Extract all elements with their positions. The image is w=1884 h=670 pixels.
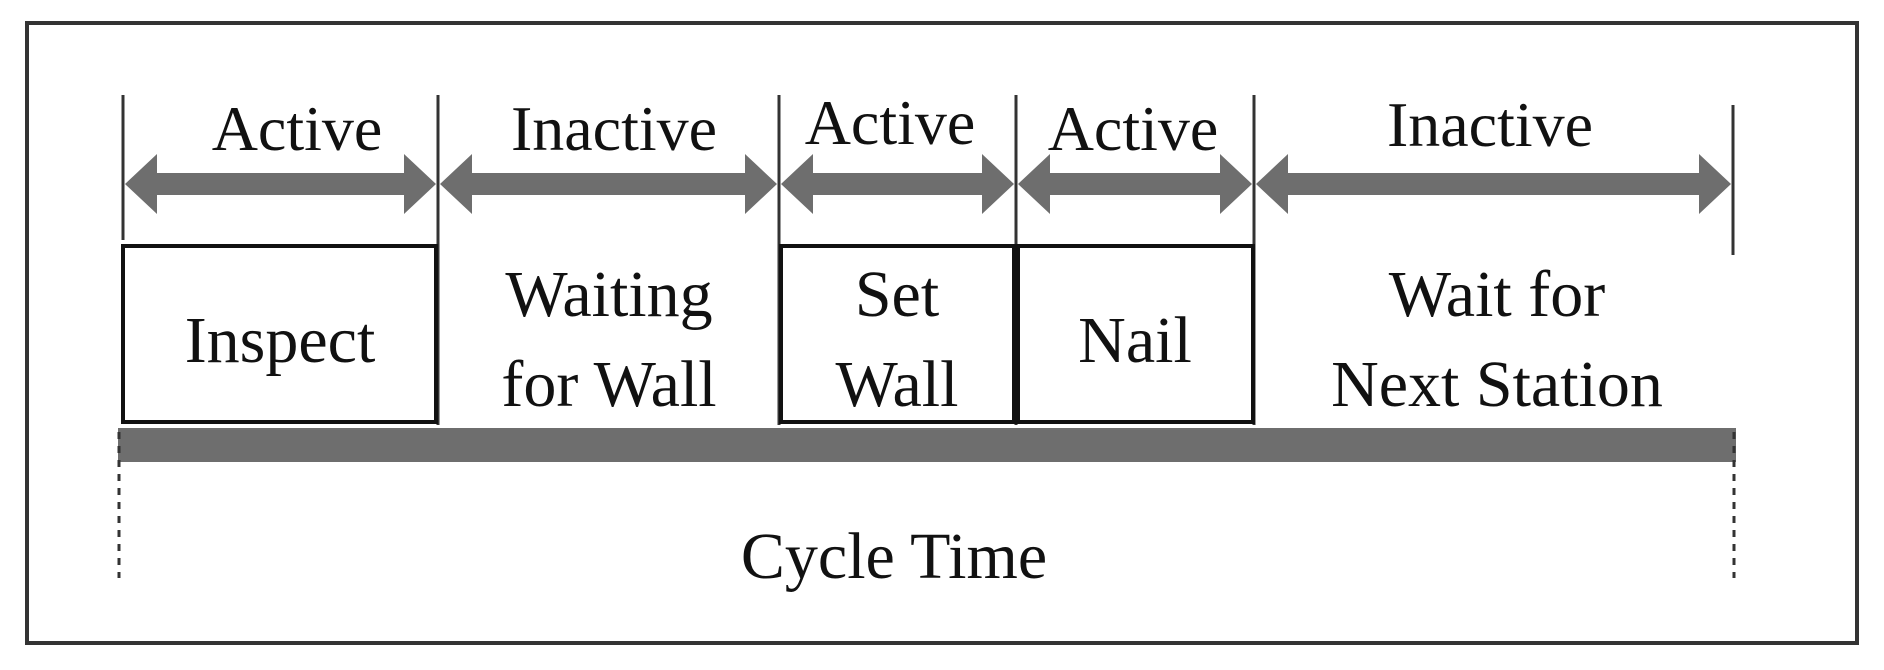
task-boxes	[121, 244, 1255, 424]
double-arrow-2	[440, 154, 777, 214]
state-label-4: Active	[1048, 93, 1219, 164]
double-arrow-1	[125, 154, 436, 214]
task-label-set-wall-line-2: Wall	[836, 348, 959, 421]
task-label-waiting-line-1: Waiting	[505, 258, 712, 331]
task-box-inspect	[121, 244, 438, 424]
timeline-bar	[118, 428, 1736, 462]
task-label-inspect: Inspect	[185, 304, 376, 377]
double-arrow-4	[1018, 154, 1252, 214]
task-box-set-wall	[779, 244, 1016, 424]
task-box-nail	[1016, 244, 1255, 424]
state-label-1: Active	[212, 93, 383, 164]
diagram-frame	[25, 21, 1859, 645]
state-arrows	[125, 154, 1731, 214]
state-labels: Active Inactive Active Active Inactive	[212, 87, 1593, 164]
task-label-set-wall-line-1: Set	[855, 258, 939, 331]
task-label-wait-line-2: Next Station	[1331, 348, 1663, 421]
state-label-5: Inactive	[1387, 89, 1593, 160]
state-label-3: Active	[805, 87, 976, 158]
state-label-2: Inactive	[511, 93, 717, 164]
task-labels: Inspect Waiting for Wall Set Wall Nail W…	[185, 258, 1663, 421]
task-label-waiting-line-2: for Wall	[501, 348, 716, 421]
task-label-nail: Nail	[1078, 304, 1192, 377]
double-arrow-5	[1256, 154, 1731, 214]
task-label-wait-line-1: Wait for	[1389, 258, 1605, 331]
double-arrow-3	[781, 154, 1014, 214]
cycle-time-label: Cycle Time	[741, 520, 1047, 593]
